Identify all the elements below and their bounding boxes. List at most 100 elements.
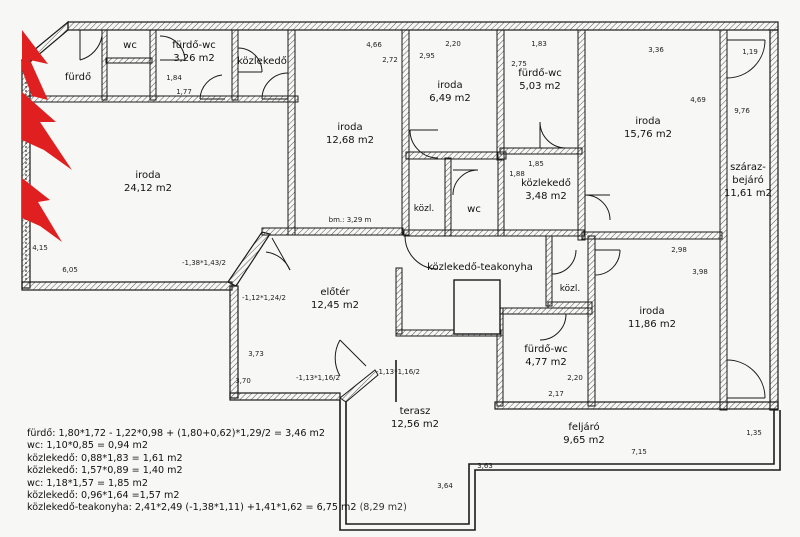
room-label: 12,56 m2 <box>391 419 439 430</box>
wall-kozlekedo2-bottom <box>403 229 585 237</box>
wall-furdo-wc-left <box>149 29 157 101</box>
wall-top <box>67 21 779 31</box>
calc-line: közlekedő: 1,57*0,89 = 1,40 m2 <box>27 465 183 477</box>
room-label: terasz <box>400 406 431 417</box>
wall-kozl-right <box>444 157 452 237</box>
room-label: iroda <box>639 306 664 317</box>
dimension-label: 4,66 <box>366 41 382 49</box>
dimension-label: 3,63 <box>477 462 493 470</box>
room-label: 11,86 m2 <box>628 319 676 330</box>
wall-wc-left <box>101 29 108 101</box>
dimension-label: 2,95 <box>419 52 435 60</box>
dimension-label: 1,84 <box>166 74 182 82</box>
dimension-label: 1,83 <box>531 40 547 48</box>
terrace-outline <box>339 360 781 531</box>
dimension-label: 2,75 <box>511 60 527 68</box>
terrace-boundary <box>339 400 781 531</box>
dimension-label: 3,98 <box>692 268 708 276</box>
room-label: 12,45 m2 <box>311 300 359 311</box>
wall-diagonal-2 <box>227 231 271 287</box>
dimension-label: 1,77 <box>176 88 192 96</box>
door-swing <box>237 47 263 73</box>
door-swing <box>726 359 766 399</box>
dimension-label: 4,69 <box>690 96 706 104</box>
calc-line: közlekedő-teakonyha: 2,41*2,49 (-1,38*1,… <box>27 502 407 514</box>
wall-furdowc2-left <box>496 29 505 161</box>
room-label: fürdő-wc <box>524 343 568 355</box>
doors <box>79 30 766 399</box>
room-label: 5,03 m2 <box>519 81 561 92</box>
outer-walls <box>20 20 779 411</box>
dimension-label: 2,72 <box>382 56 398 64</box>
door-swing <box>409 129 439 159</box>
room-label: iroda <box>437 80 462 91</box>
room-label: száraz- <box>730 161 766 173</box>
wall-wc-bottom <box>105 57 153 64</box>
door-swing <box>551 249 577 275</box>
wall-eloter-bottom <box>229 392 341 401</box>
door-swing <box>265 237 291 271</box>
dimension-label: 3,36 <box>648 46 664 54</box>
room-label: közlekedő <box>237 55 287 67</box>
calc-line: közlekedő: 0,88*1,83 = 1,61 m2 <box>27 452 183 464</box>
door-swing <box>261 72 289 100</box>
dimension-label: 1,85 <box>528 160 544 168</box>
dimension-label: 2,20 <box>567 374 583 382</box>
wall-diagonal-3 <box>339 369 379 403</box>
door-swing <box>79 30 103 61</box>
dimension-label: 4,15 <box>32 244 48 252</box>
wall-bottom-left <box>21 281 233 291</box>
dimension-label: 2,98 <box>671 246 687 254</box>
door-swing <box>539 121 567 149</box>
room-label: 15,76 m2 <box>624 129 672 140</box>
dimension-labels: 1,84 1,77 4,662,72 2,20 2,95 1,83 2,75 3,36 1,19… <box>32 40 762 490</box>
dimension-label: 1,35 <box>746 429 762 437</box>
wall-iroda3-left <box>401 29 410 236</box>
room-label: wc <box>467 204 481 215</box>
room-label: 24,12 m2 <box>124 183 172 194</box>
dimension-label: -1,13*1,16/2 <box>376 368 420 376</box>
wall-iroda4-left <box>577 29 586 241</box>
dimension-label: -1,12*1,24/2 <box>242 294 286 302</box>
room-label: közl. <box>560 284 580 294</box>
dimension-label: 1,88 <box>509 170 525 178</box>
door-swing <box>539 313 567 341</box>
door-swing <box>334 339 367 377</box>
room-label: 11,61 m2 <box>724 188 772 199</box>
wall-bottom-right <box>494 401 779 410</box>
dimension-label: 1,19 <box>742 48 758 56</box>
wall-iroda5-left <box>587 235 596 407</box>
door-swing <box>199 74 225 100</box>
room-label: 6,49 m2 <box>429 93 471 104</box>
area-calculations: fürdő: 1,80*1,72 - 1,22*0,98 + (1,80+0,6… <box>27 428 407 515</box>
wall-kozl2-left <box>545 235 553 307</box>
room-label: fürdő-wc <box>172 39 216 51</box>
wall-kozl2-bottom <box>547 301 593 309</box>
room-label: feljáró <box>568 421 599 433</box>
room-label: wc <box>123 40 137 51</box>
dimension-label: 7,15 <box>631 448 647 456</box>
dimension-label: bm.: 3,29 m <box>329 216 372 224</box>
door-swing <box>584 194 611 221</box>
wall-szaraz-left <box>719 29 728 411</box>
dimension-label: 3,64 <box>437 482 453 490</box>
wall-furdowc2-bottom <box>499 147 583 155</box>
room-label: iroda <box>135 170 160 181</box>
room-label: iroda <box>635 116 660 127</box>
room-label: iroda <box>337 122 362 133</box>
room-label: 12,68 m2 <box>326 135 374 146</box>
room-label: 3,48 m2 <box>525 191 567 202</box>
calc-line: fürdő: 1,80*1,72 - 1,22*0,98 + (1,80+0,6… <box>27 428 325 439</box>
wall-right <box>769 29 779 411</box>
room-label: előtér <box>320 286 350 298</box>
wall-iroda4-bottom <box>581 231 723 240</box>
room-label: 4,77 m2 <box>525 357 567 368</box>
wall-iroda2-left <box>287 29 296 236</box>
wall-furdowc3-top <box>496 307 593 315</box>
room-label: 3,26 m2 <box>173 53 215 64</box>
dimension-label: 6,05 <box>62 266 78 274</box>
wall-furdo-bottom <box>27 95 299 103</box>
